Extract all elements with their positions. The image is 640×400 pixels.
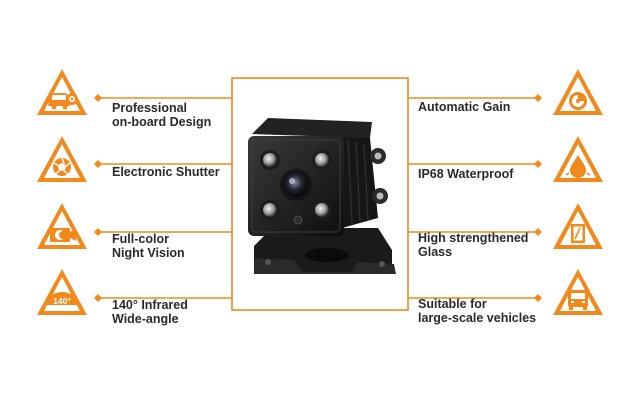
water-drop-icon — [553, 136, 603, 182]
gain-spiral-icon — [553, 69, 603, 115]
feature-label-automatic-gain: Automatic Gain — [418, 100, 511, 114]
glass-panel-icon — [553, 203, 603, 249]
car-camera-icon — [37, 69, 87, 115]
feature-label-on-board-design: Professional on-board Design — [112, 101, 212, 129]
bus-truck-icon — [553, 269, 603, 315]
wide-angle-140-icon: 140° — [37, 269, 87, 315]
vehicle-camera-product — [248, 118, 396, 274]
feature-label-night-vision: Full-color Night Vision — [112, 232, 185, 260]
feature-label-electronic-shutter: Electronic Shutter — [112, 165, 220, 179]
feature-label-large-vehicles: Suitable for large-scale vehicles — [418, 297, 537, 325]
aperture-shutter-icon — [37, 136, 87, 182]
feature-label-strengthened-glass: High strengthened Glass — [418, 231, 529, 259]
feature-label-ip68-waterproof: IP68 Waterproof — [418, 167, 514, 181]
night-camera-moon-icon — [37, 203, 87, 249]
feature-label-infrared-wide-angle: 140° Infrared Wide-angle — [112, 298, 188, 326]
wide-angle-badge: 140° — [53, 296, 71, 306]
